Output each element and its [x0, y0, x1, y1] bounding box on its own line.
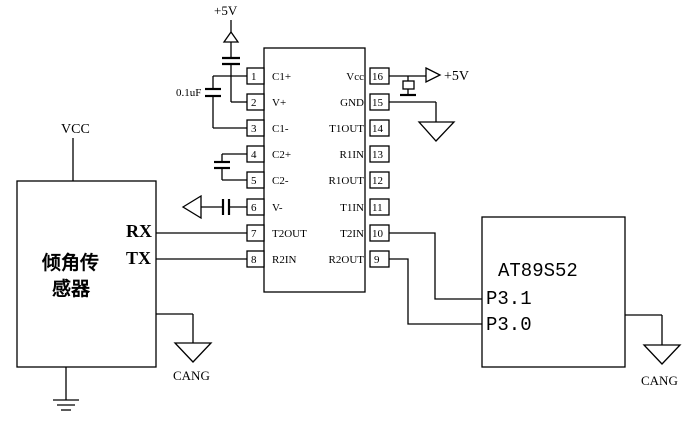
pin-label: C1- [272, 123, 289, 135]
pin-label: V- [272, 202, 283, 214]
mcu: AT89S52 P3.1 P3.0 CANG [389, 216, 682, 388]
mcu-ground-icon [642, 344, 682, 365]
right-5v-label: +5V [444, 69, 469, 84]
sensor-tx-label: TX [126, 248, 151, 268]
pin-10: 10 T2IN [340, 224, 390, 242]
pin-label: V+ [272, 97, 286, 109]
pin-15: 15 GND [340, 93, 390, 111]
pin-5: 5 C2- [246, 171, 289, 189]
pin-8: 8 R2IN [246, 250, 297, 268]
pin-12: 12 R1OUT [329, 171, 390, 189]
right-supply: +5V [389, 66, 469, 142]
pin-number: 6 [251, 202, 257, 214]
mcu-p30-label: P3.0 [486, 314, 532, 336]
tilt-sensor: VCC 倾角传 感器 RX TX CANG [16, 122, 247, 411]
sensor-name-line2: 感器 [52, 277, 91, 300]
pin-7: 7 T2OUT [246, 224, 307, 242]
pin-label: Vcc [346, 71, 364, 83]
pin-16: 16 Vcc [346, 67, 390, 85]
max232-chip [263, 47, 366, 293]
pin-label: T1IN [340, 202, 364, 214]
vminus-ground-icon [181, 194, 202, 220]
sensor-gnd-label: CANG [173, 368, 210, 383]
pin-label: T2OUT [272, 228, 307, 240]
pin-number: 8 [251, 254, 257, 266]
pin-label: R2OUT [329, 254, 365, 266]
top-5v-label: +5V [214, 3, 238, 18]
pin-6: 6 V- [246, 198, 283, 216]
pin-number: 14 [372, 123, 384, 135]
pin-number: 15 [372, 97, 384, 109]
mcu-box [481, 216, 626, 368]
pin-label: T1OUT [329, 123, 364, 135]
pin-label: T2IN [340, 228, 364, 240]
sensor-ground-icon [173, 342, 213, 363]
pin-number: 1 [251, 71, 257, 83]
pin-number: 5 [251, 175, 257, 187]
chip-ground-icon [417, 121, 456, 142]
left-pin-column: 1 C1+ 2 V+ 3 C1- 4 C2+ 5 C2- 6 V- 7 T2OUT 8 R2IN [246, 67, 307, 268]
pin-label: C2+ [272, 149, 291, 161]
mcu-name: AT89S52 [498, 260, 578, 282]
sensor-rx-label: RX [126, 221, 152, 241]
mcu-p31-label: P3.1 [486, 288, 532, 310]
pin-13: 13 R1IN [340, 145, 390, 163]
pin-number: 11 [372, 202, 383, 214]
sensor-box [16, 180, 157, 368]
pin-number: 4 [251, 149, 257, 161]
sensor-vcc-label: VCC [61, 122, 90, 137]
pin-11: 11 T1IN [340, 198, 390, 216]
pin-number: 12 [372, 175, 383, 187]
pin-label: R1OUT [329, 175, 365, 187]
pin-2: 2 V+ [246, 93, 286, 111]
cap-value-label: 0.1uF [176, 87, 201, 99]
top-5v-arrow [222, 30, 240, 43]
right-5v-arrow [425, 66, 442, 84]
pin-number: 16 [372, 71, 384, 83]
mcu-gnd-label: CANG [641, 373, 678, 388]
pin-label: C1+ [272, 71, 291, 83]
vminus-capacitor [181, 194, 247, 220]
pin-number: 10 [372, 228, 384, 240]
pin-label: R1IN [340, 149, 365, 161]
pin-4: 4 C2+ [246, 145, 291, 163]
c2-capacitor [214, 153, 247, 181]
pin-number: 3 [251, 123, 257, 135]
pin-14: 14 T1OUT [329, 119, 390, 137]
pin-label: C2- [272, 175, 289, 187]
pin-number: 7 [251, 228, 257, 240]
pin-label: R2IN [272, 254, 297, 266]
sensor-name-line1: 倾角传 [41, 251, 99, 274]
pin-3: 3 C1- [246, 119, 289, 137]
pin-label: GND [340, 97, 364, 109]
pin-number: 13 [372, 149, 384, 161]
pin-number: 9 [374, 254, 380, 266]
pin-1: 1 C1+ [246, 67, 291, 85]
c1-capacitor: 0.1uF [176, 75, 247, 129]
right-pin-column: 16 Vcc 15 GND 14 T1OUT 13 R1IN 12 R1OUT 11 T1I… [329, 67, 390, 268]
pin-number: 2 [251, 97, 257, 109]
pin-9: 9 R2OUT [329, 250, 390, 268]
top-supply: +5V [214, 3, 247, 103]
